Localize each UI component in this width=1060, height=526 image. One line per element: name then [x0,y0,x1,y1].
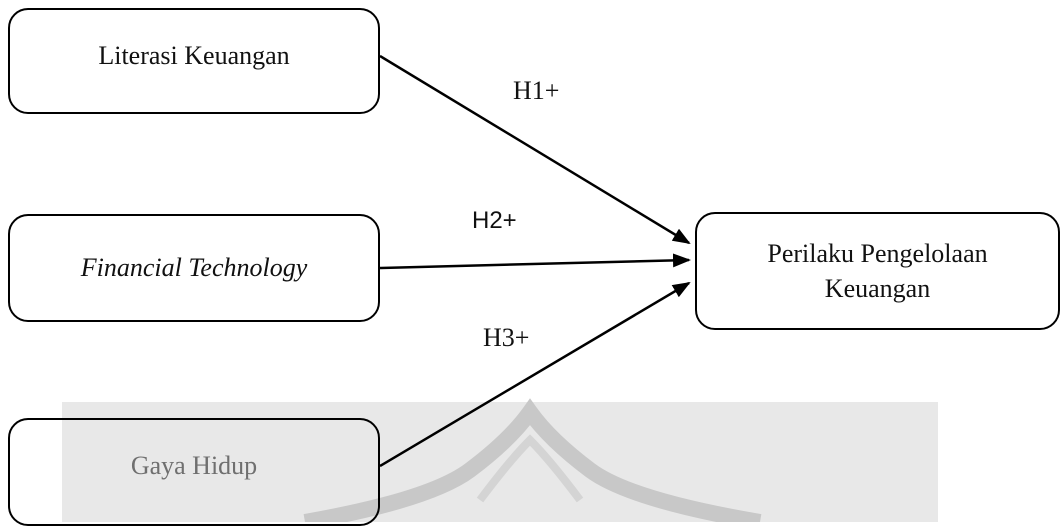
edge-label-h2: H2+ [472,207,517,234]
node-label: Gaya Hidup [130,451,258,480]
edge-label-h1: H1+ [513,76,560,105]
node-label: Perilaku Pengelolaan Keuangan [767,238,988,303]
arrow-h3 [379,281,691,468]
node-label: Financial Technology [80,253,308,283]
arrow-h1 [379,54,691,245]
node-perilaku-pengelolaan-keuangan: Perilaku Pengelolaan Keuangan [695,212,1060,330]
arrow-h2 [379,253,691,270]
node-financial-technology: Financial Technology [8,214,380,322]
node-gaya-hidup: Gaya Hidup [8,418,380,526]
edge-label-h3: H3+ [483,323,530,352]
node-label: Literasi Keuangan [98,41,290,70]
node-literasi-keuangan: Literasi Keuangan [8,8,380,114]
